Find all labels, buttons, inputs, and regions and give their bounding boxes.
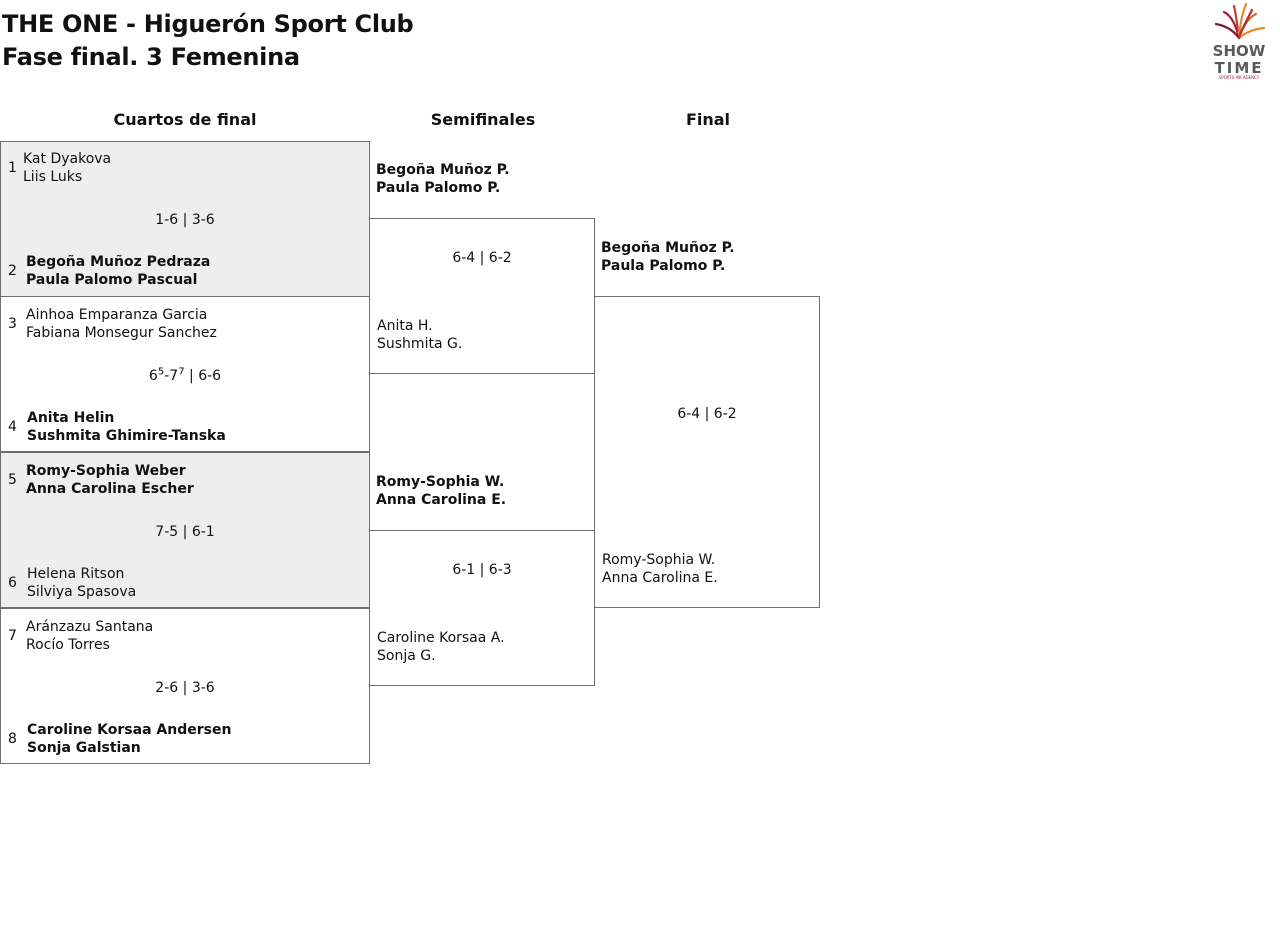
player-name: Ainhoa Emparanza Garcia xyxy=(26,307,208,323)
logo-text-time: TIME xyxy=(1215,59,1264,77)
player-name: Anna Carolina E. xyxy=(376,492,507,508)
seed-number: 5 xyxy=(8,472,17,488)
round-header-final: Final xyxy=(685,110,731,129)
player-name: Anita H. xyxy=(377,318,433,334)
logo-text-show: SHOW xyxy=(1213,42,1266,60)
seed-number: 2 xyxy=(8,263,17,279)
player-name: Begoña Muñoz Pedraza xyxy=(26,254,211,270)
player-name: Caroline Korsaa A. xyxy=(377,630,505,646)
team-top: Ainhoa Emparanza Garcia Fabiana Monsegur… xyxy=(26,306,217,342)
player-name: Anna Carolina E. xyxy=(602,570,718,586)
player-name: Sonja G. xyxy=(377,648,436,664)
round-header-semifinals: Semifinales xyxy=(430,110,536,129)
seed-number: 7 xyxy=(8,628,17,644)
match-score: 6-1 | 6-3 xyxy=(452,562,512,578)
player-name: Liis Luks xyxy=(23,169,83,185)
player-name: Anita Helin xyxy=(27,410,115,426)
seed-number: 6 xyxy=(8,575,17,591)
quarterfinal-match-4[interactable]: 7 Aránzazu Santana Rocío Torres 2-6 | 3-… xyxy=(0,608,370,764)
seed-number: 1 xyxy=(8,160,17,176)
seed-number: 3 xyxy=(8,316,17,332)
match-score: 2-6 | 3-6 xyxy=(155,680,215,696)
team-bottom: Helena Ritson Silviya Spasova xyxy=(27,565,136,601)
player-name: Paula Palomo P. xyxy=(376,180,501,196)
player-name: Caroline Korsaa Andersen xyxy=(27,722,232,738)
final-team-top-winner: Begoña Muñoz P. Paula Palomo P. xyxy=(601,239,735,275)
round-header-quarterfinals: Cuartos de final xyxy=(113,110,257,129)
team-bottom-winner: Begoña Muñoz Pedraza Paula Palomo Pascua… xyxy=(26,253,210,289)
team-top: Aránzazu Santana Rocío Torres xyxy=(26,618,153,654)
match-score: 6-4 | 6-2 xyxy=(452,250,512,266)
team-bottom-winner: Anita Helin Sushmita Ghimire-Tanska xyxy=(27,409,226,445)
player-name: Kat Dyakova xyxy=(23,151,112,167)
player-name: Fabiana Monsegur Sanchez xyxy=(26,325,217,341)
player-name: Romy-Sophia W. xyxy=(376,474,505,490)
seed-number: 4 xyxy=(8,419,17,435)
quarterfinal-match-2[interactable]: 3 Ainhoa Emparanza Garcia Fabiana Monseg… xyxy=(0,296,370,452)
match-score: 6-4 | 6-2 xyxy=(677,406,737,422)
team-bottom: Romy-Sophia W. Anna Carolina E. xyxy=(602,551,718,587)
page-title: THE ONE - Higuerón Sport Club xyxy=(2,10,414,38)
semifinal-1-team-top-winner: Begoña Muñoz P. Paula Palomo P. xyxy=(376,161,510,197)
seed-number: 8 xyxy=(8,731,17,747)
player-name: Romy-Sophia Weber xyxy=(26,463,186,479)
team-top: Kat Dyakova Liis Luks xyxy=(23,150,111,186)
player-name: Sonja Galstian xyxy=(27,740,141,756)
player-name: Helena Ritson xyxy=(27,566,125,582)
match-score: 1-6 | 3-6 xyxy=(155,212,215,228)
match-score: 7-5 | 6-1 xyxy=(155,524,215,540)
team-bottom-winner: Caroline Korsaa Andersen Sonja Galstian xyxy=(27,721,231,757)
semifinal-match-1[interactable]: 6-4 | 6-2 Anita H. Sushmita G. xyxy=(369,218,595,374)
quarterfinal-match-3[interactable]: 5 Romy-Sophia Weber Anna Carolina Escher… xyxy=(0,452,370,608)
player-name: Paula Palomo Pascual xyxy=(26,272,198,288)
player-name: Begoña Muñoz P. xyxy=(601,240,735,256)
team-bottom: Anita H. Sushmita G. xyxy=(377,317,462,353)
logo-text-agency: SPORTS MK AGENCY xyxy=(1219,75,1260,80)
player-name: Sushmita Ghimire-Tanska xyxy=(27,428,226,444)
player-name: Aránzazu Santana xyxy=(26,619,154,635)
quarterfinal-match-1[interactable]: 1 Kat Dyakova Liis Luks 1-6 | 3-6 2 Bego… xyxy=(0,141,370,297)
player-name: Rocío Torres xyxy=(26,637,110,653)
semifinal-2-team-top-winner: Romy-Sophia W. Anna Carolina E. xyxy=(376,473,506,509)
player-name: Romy-Sophia W. xyxy=(602,552,716,568)
final-match[interactable]: 6-4 | 6-2 Romy-Sophia W. Anna Carolina E… xyxy=(594,296,820,608)
team-top-winner: Romy-Sophia Weber Anna Carolina Escher xyxy=(26,462,194,498)
player-name: Paula Palomo P. xyxy=(601,258,726,274)
semifinal-match-2[interactable]: 6-1 | 6-3 Caroline Korsaa A. Sonja G. xyxy=(369,530,595,686)
player-name: Sushmita G. xyxy=(377,336,463,352)
team-bottom: Caroline Korsaa A. Sonja G. xyxy=(377,629,505,665)
page-subtitle: Fase final. 3 Femenina xyxy=(2,43,300,71)
player-name: Begoña Muñoz P. xyxy=(376,162,510,178)
match-score: 65-77 | 6-6 xyxy=(148,366,222,384)
showtime-logo: SHOW TIME SPORTS MK AGENCY xyxy=(1206,2,1272,82)
player-name: Anna Carolina Escher xyxy=(26,481,194,497)
player-name: Silviya Spasova xyxy=(27,584,137,600)
